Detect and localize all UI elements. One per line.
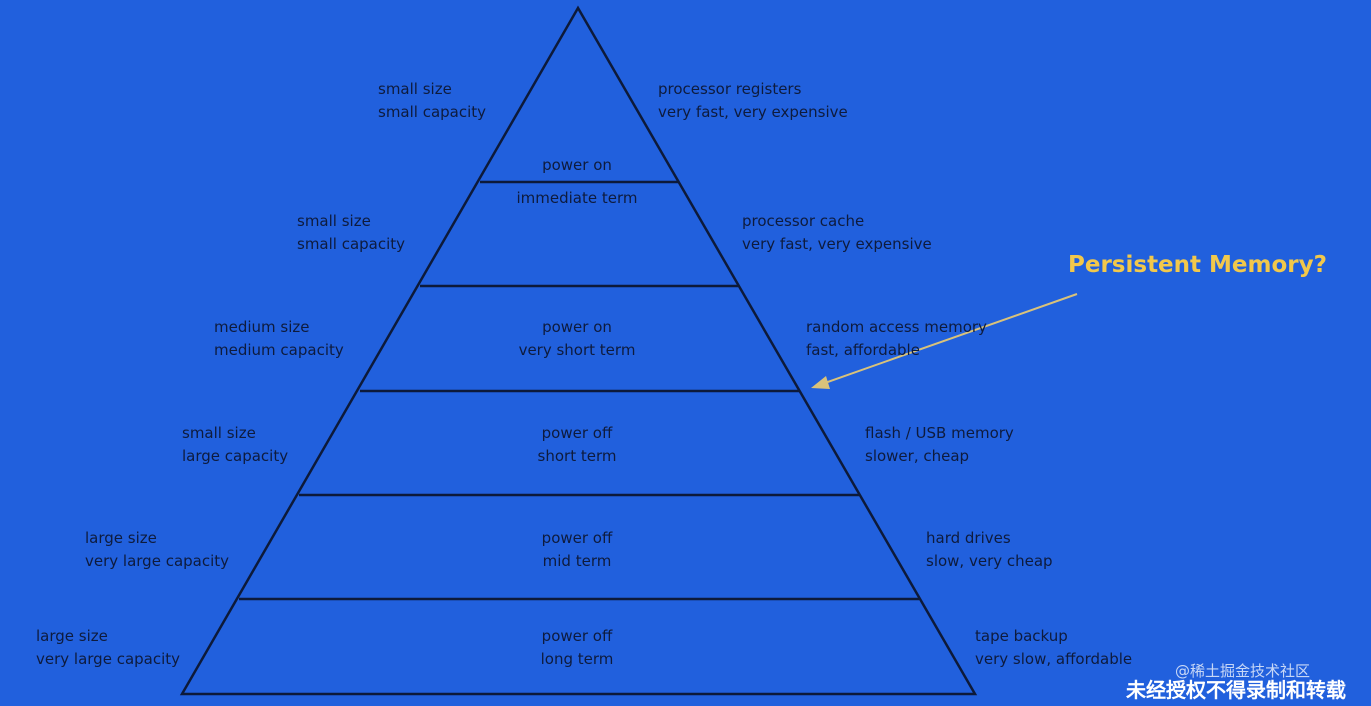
- speed-cost-text: very fast, very expensive: [742, 235, 932, 253]
- pyramid-outline: [179, 5, 978, 696]
- power-text: power off: [541, 627, 613, 645]
- capacity-text: very large capacity: [36, 650, 181, 668]
- speed-cost-text: slower, cheap: [865, 447, 970, 465]
- term-text: very short term: [518, 341, 636, 359]
- term-text: mid term: [542, 552, 612, 570]
- size-text: large size: [36, 627, 108, 645]
- callout-arrow-line: [821, 293, 1078, 385]
- speed-cost-text: very slow, affordable: [975, 650, 1133, 668]
- size-text: medium size: [214, 318, 310, 336]
- term-text: immediate term: [516, 189, 638, 207]
- capacity-text: small capacity: [378, 103, 487, 121]
- power-text: power off: [541, 424, 613, 442]
- level-5-device-label: hard drives slow, very cheap: [926, 527, 1053, 573]
- speed-cost-text: very fast, very expensive: [658, 103, 848, 121]
- level-6-term-label: power off long term: [541, 625, 614, 671]
- level-6-device-label: tape backup very slow, affordable: [975, 625, 1132, 671]
- device-text: random access memory: [806, 318, 987, 336]
- level-5-term-label: power off mid term: [542, 527, 613, 573]
- level-6-size-label: large size very large capacity: [36, 625, 180, 671]
- persistent-memory-callout: Persistent Memory?: [1068, 252, 1327, 278]
- power-text: power on: [542, 156, 612, 174]
- level-2-device-label: processor cache very fast, very expensiv…: [742, 210, 932, 256]
- device-text: processor cache: [742, 212, 865, 230]
- capacity-text: small capacity: [297, 235, 406, 253]
- watermark-copyright: 未经授权不得录制和转载: [1126, 678, 1346, 702]
- device-text: tape backup: [975, 627, 1068, 645]
- level-1-device-label: processor registers very fast, very expe…: [658, 78, 848, 124]
- device-text: processor registers: [658, 80, 802, 98]
- power-text: power off: [541, 529, 613, 547]
- size-text: small size: [182, 424, 256, 442]
- level-2-term-label: immediate term: [516, 187, 637, 210]
- device-text: flash / USB memory: [865, 424, 1014, 442]
- capacity-text: very large capacity: [85, 552, 230, 570]
- size-text: small size: [297, 212, 371, 230]
- level-3-size-label: medium size medium capacity: [214, 316, 344, 362]
- power-text: power on: [542, 318, 612, 336]
- speed-cost-text: fast, affordable: [806, 341, 920, 359]
- capacity-text: medium capacity: [214, 341, 344, 359]
- speed-cost-text: slow, very cheap: [926, 552, 1053, 570]
- size-text: small size: [378, 80, 452, 98]
- term-text: long term: [540, 650, 614, 668]
- callout-arrow-head: [811, 376, 830, 389]
- term-text: short term: [537, 447, 617, 465]
- level-4-size-label: small size large capacity: [182, 422, 288, 468]
- level-4-device-label: flash / USB memory slower, cheap: [865, 422, 1014, 468]
- level-5-size-label: large size very large capacity: [85, 527, 229, 573]
- level-4-term-label: power off short term: [538, 422, 617, 468]
- level-3-term-label: power on very short term: [519, 316, 636, 362]
- watermark-community: @稀土掘金技术社区: [1175, 662, 1311, 680]
- capacity-text: large capacity: [182, 447, 289, 465]
- size-text: large size: [85, 529, 157, 547]
- level-1-term-label: power on: [542, 154, 612, 177]
- device-text: hard drives: [926, 529, 1011, 547]
- level-3-device-label: random access memory fast, affordable: [806, 316, 987, 362]
- level-1-size-label: small size small capacity: [378, 78, 486, 124]
- level-2-size-label: small size small capacity: [297, 210, 405, 256]
